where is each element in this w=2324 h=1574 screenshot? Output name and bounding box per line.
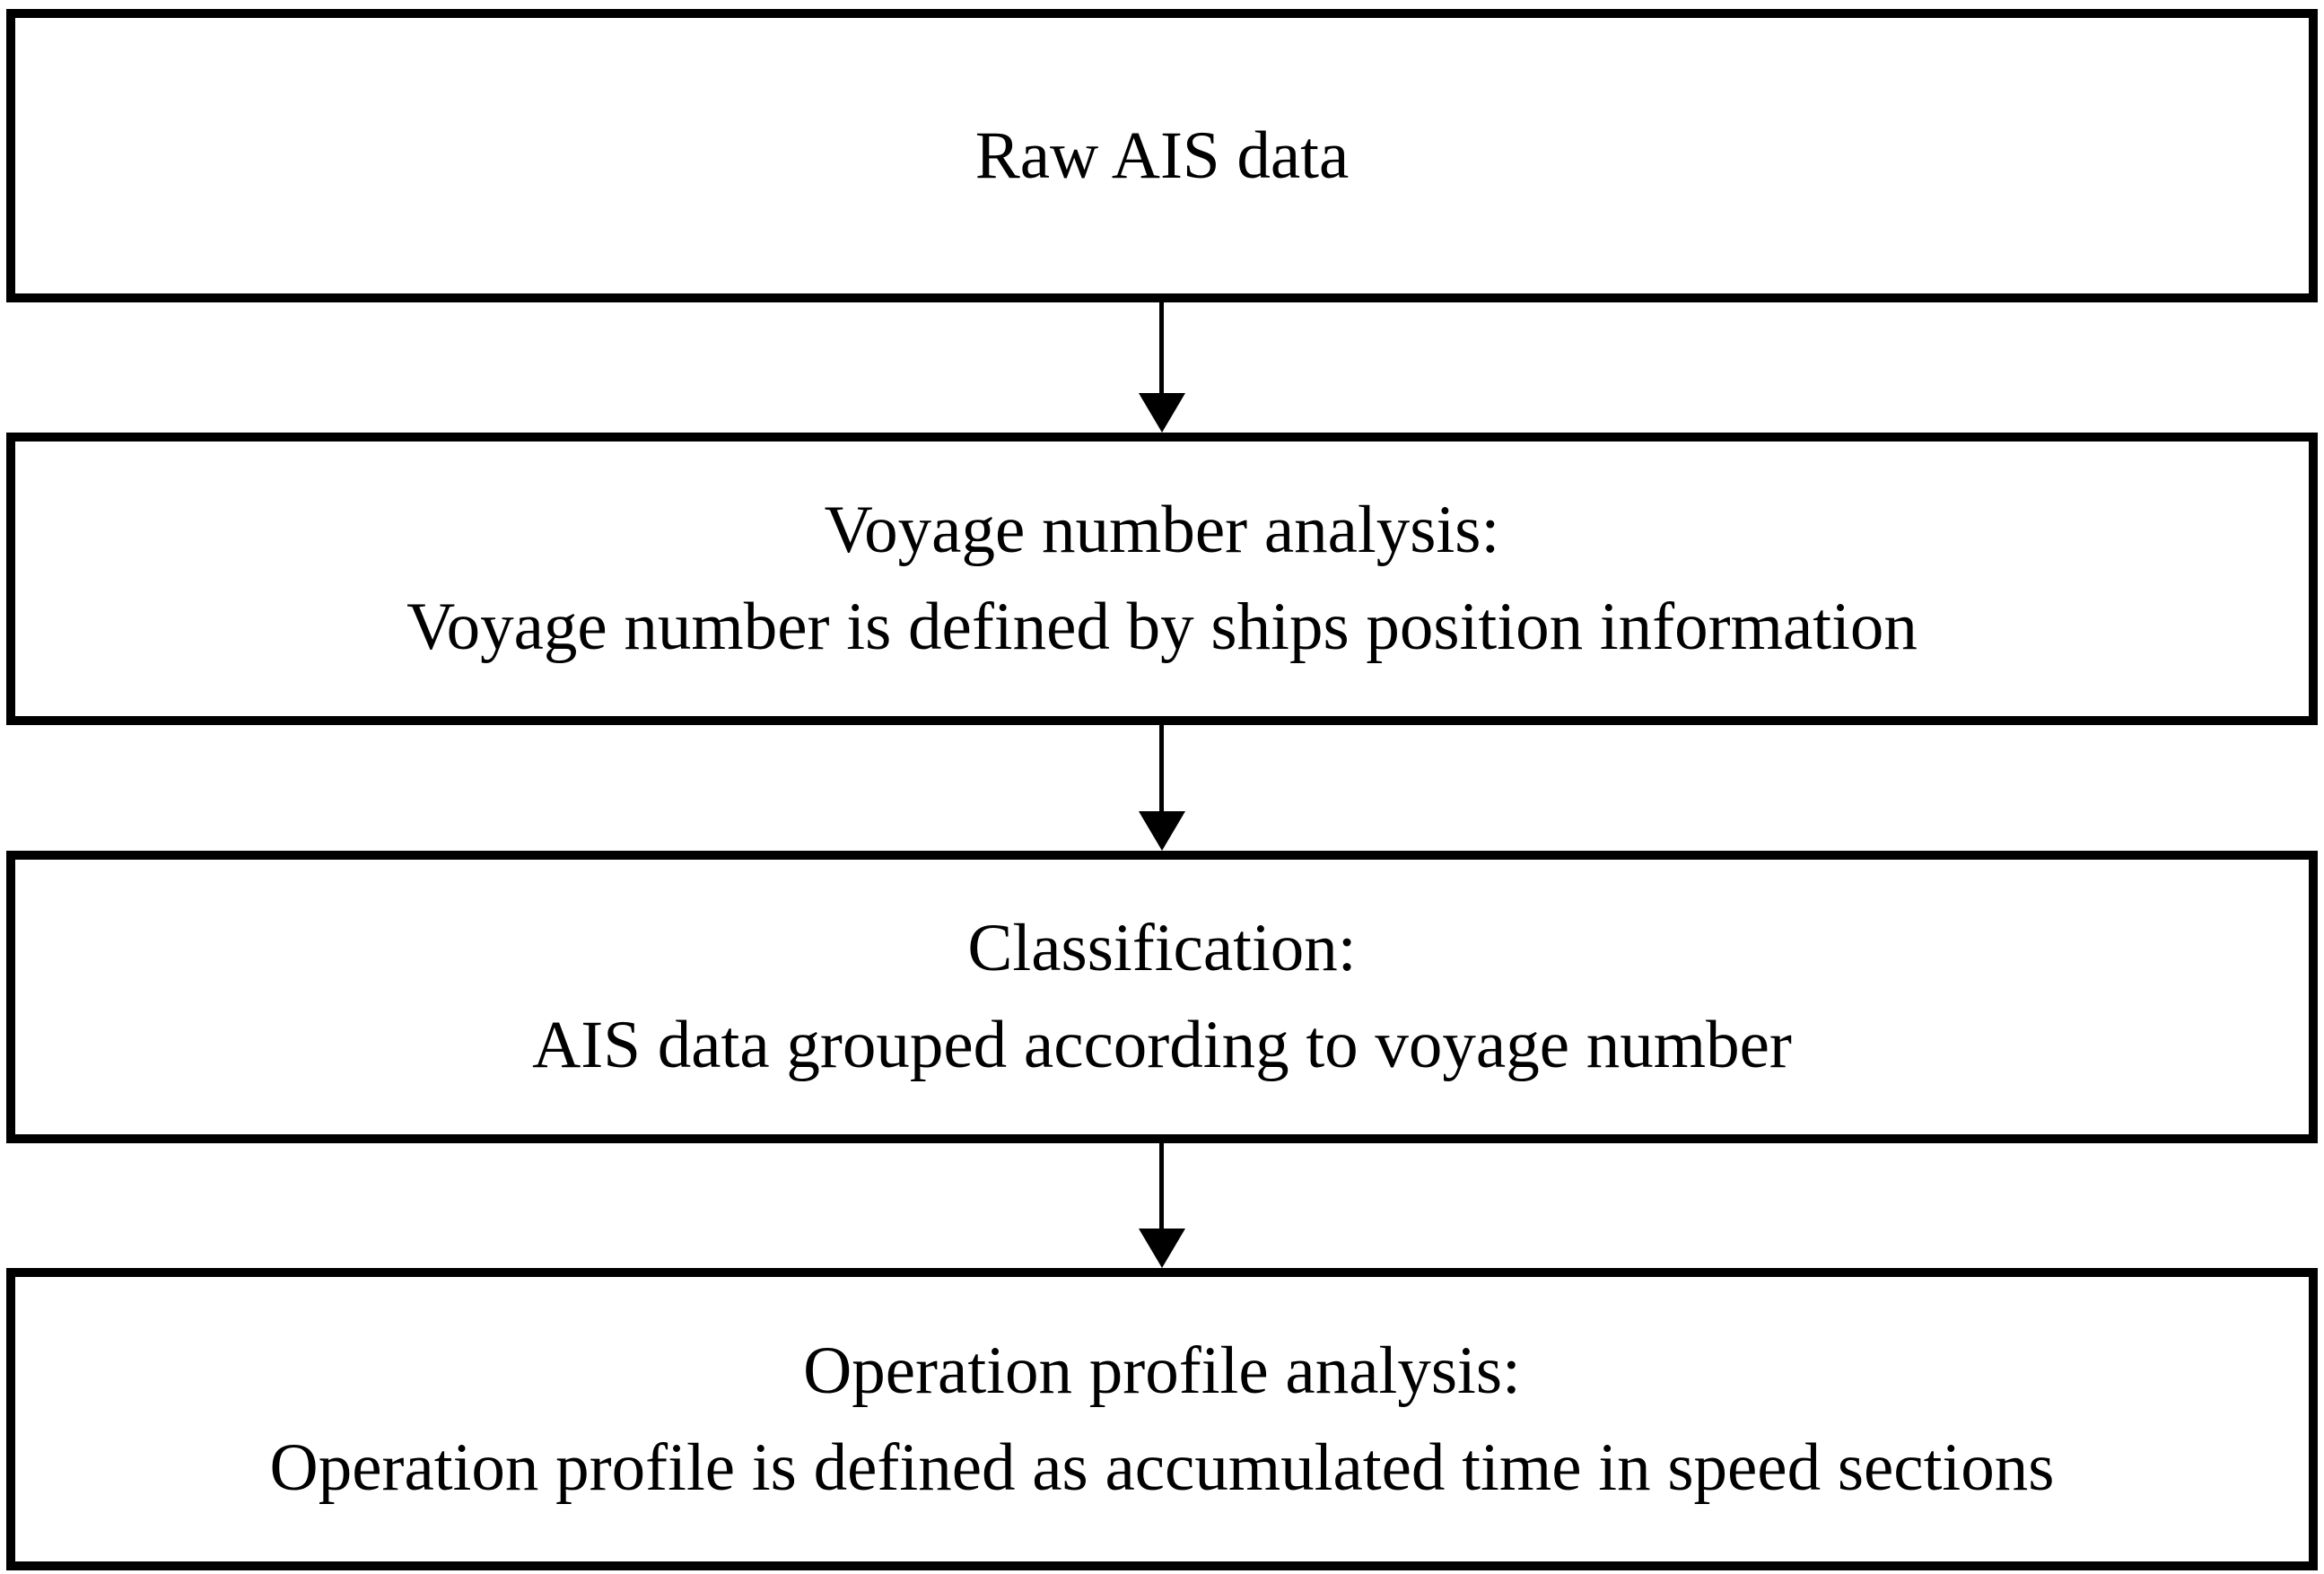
box-text-line: Raw AIS data (974, 118, 1350, 193)
flowchart-box-classification: Classification: AIS data grouped accordi… (6, 851, 2318, 1143)
arrow-down-icon (1139, 811, 1185, 851)
flowchart-box-operation-profile-analysis: Operation profile analysis: Operation pr… (6, 1268, 2318, 1570)
box-title-line: Operation profile analysis: (803, 1333, 1521, 1408)
box-text-line: Operation profile is defined as accumula… (269, 1430, 2055, 1505)
box-text-line: AIS data grouped according to voyage num… (532, 1008, 1792, 1082)
arrow-down-icon (1139, 1229, 1185, 1268)
box-text-line: Voyage number is defined by ships positi… (406, 590, 1918, 664)
box-title-line: Classification: (967, 911, 1357, 985)
flowchart-box-raw-ais-data: Raw AIS data (6, 9, 2318, 302)
arrow-shaft (1159, 302, 1164, 395)
flowchart-box-voyage-number-analysis: Voyage number analysis: Voyage number is… (6, 433, 2318, 725)
arrow-shaft (1159, 725, 1164, 813)
box-title-line: Voyage number analysis: (824, 493, 1500, 567)
connector-raw-to-voyage (1139, 302, 1185, 433)
arrow-shaft (1159, 1143, 1164, 1230)
arrow-down-icon (1139, 393, 1185, 433)
connector-classification-to-operation (1139, 1143, 1185, 1268)
connector-voyage-to-classification (1139, 725, 1185, 851)
